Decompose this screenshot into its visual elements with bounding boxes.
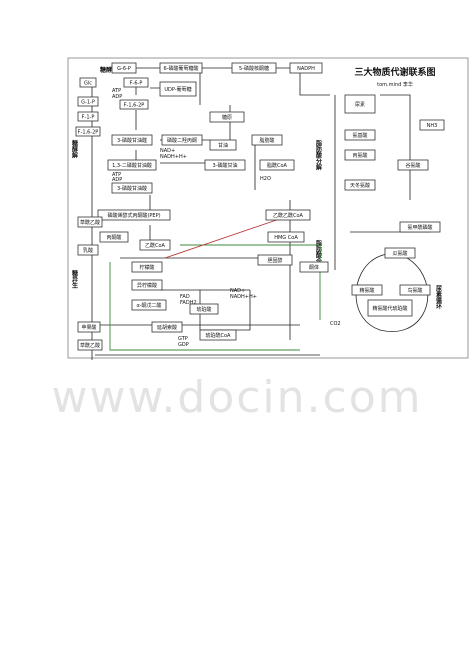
node-f16p: F-1,6-2P: [124, 103, 145, 109]
node-lac: 乳酸: [83, 247, 93, 254]
node-f1p: F-1-P: [82, 115, 95, 121]
cofactor-atp-2: ATP: [112, 172, 121, 178]
node-cps: 氨甲酰磷酸: [407, 224, 432, 231]
node-suc: 琥珀酸: [196, 306, 211, 313]
node-mal: 苹果酸: [81, 324, 96, 331]
cofactor-nadh-1: NADH+H+: [160, 154, 187, 160]
node-g3pl: 3-磷酸甘油: [213, 162, 238, 169]
node-g6p: G-6-P: [117, 66, 131, 72]
label-gluconeogenesis: 糖异生: [71, 269, 78, 289]
node-pg3: 3-磷酸甘油酸: [117, 185, 147, 192]
cofactor-h2o: H2O: [260, 176, 271, 182]
node-asp: 天冬氨酸: [350, 182, 370, 189]
node-acac: 乙酰乙酰CoA: [273, 212, 304, 219]
node-fa: 脂肪酸: [259, 137, 274, 144]
cofactor-fad: FAD: [180, 294, 190, 300]
node-arg: 精氨酸: [359, 287, 374, 294]
node-ala: 丙氨酸: [352, 152, 367, 159]
cofactor-nadh-2: NADH+H+: [230, 294, 257, 300]
node-ketone: 酮体: [309, 264, 319, 271]
node-oaa: 草酰乙酸: [80, 342, 100, 349]
cofactor-adp-2: ADP: [112, 177, 122, 183]
diagram-title: 三大物质代谢联系图: [354, 66, 435, 78]
cofactor-atp-1: ATP: [112, 88, 121, 94]
node-orn: 鸟氨酸: [407, 287, 422, 294]
node-g1p: G-1-P: [81, 100, 95, 106]
node-udpg: UDP-葡萄糖: [164, 86, 191, 93]
node-aa: 氨基酸: [352, 132, 367, 139]
cofactor-labels: ATP ADP NAD+ NADH+H+ ATP ADP FAD FADH2 G…: [112, 88, 341, 348]
node-pep: 磷酸烯醇式丙酮酸(PEP): [107, 212, 160, 219]
node-glycogen: 糖原: [222, 114, 232, 121]
cofactor-gtp: GTP: [178, 336, 188, 342]
node-pgl: 6-磷酸葡萄糖酸: [164, 65, 199, 72]
label-fa-synthesis: 脂肪酸合成: [315, 239, 323, 271]
node-g3p: 3-磷酸甘油醛: [117, 137, 147, 144]
node-scoa: 琥珀酰CoA: [206, 332, 232, 339]
cofactor-adp-1: ADP: [112, 94, 122, 100]
node-dhap: 磷酸二羟丙酮: [167, 137, 197, 144]
node-glc: Glc: [84, 81, 92, 87]
node-acoa: 乙酰CoA: [145, 242, 166, 249]
node-hmg: HMG CoA: [274, 235, 298, 241]
node-argsuc: 精氨酸代琥珀酸: [372, 305, 407, 312]
cofactor-nad-2: NAD+: [230, 288, 245, 294]
node-chol: 胆固醇: [267, 257, 282, 264]
node-oaa-left: 草酰乙酸: [80, 219, 100, 226]
node-icit: 异柠檬酸: [137, 282, 157, 289]
node-cit: 柠檬酸: [139, 264, 154, 271]
label-glycolysis: 糖酵解: [71, 139, 78, 159]
node-f6p: F-6-P: [130, 81, 143, 87]
node-facoa: 脂酰CoA: [267, 162, 288, 169]
node-glyc: 甘油: [218, 142, 228, 149]
cofactor-co2: CO2: [330, 321, 341, 327]
label-fa-oxidation: 脂肪酸分解: [315, 139, 323, 171]
diagram-subtitle: tom.mind 李华: [377, 81, 413, 88]
node-glu: 谷氨酸: [405, 162, 420, 169]
metabolite-boxes: G-6-P Glc G-1-P F-1-P F-1,6-2P F-6-P UDP…: [75, 62, 445, 351]
node-akg: α-酮戊二酸: [136, 302, 161, 309]
node-ru5p: 5-磷酸核酮糖: [239, 65, 269, 72]
node-bpg: 1,3-二磷酸甘油酸: [112, 162, 152, 169]
node-citr: 瓜氨酸: [392, 250, 407, 257]
label-urea-cycle: 尿素循环: [435, 284, 443, 310]
node-fum: 延胡索酸: [157, 324, 177, 331]
node-nadph: NADPH: [297, 66, 315, 72]
node-pyr: 丙酮酸: [106, 234, 121, 241]
cofactor-nad-1: NAD+: [160, 148, 175, 154]
cofactor-gdp: GDP: [178, 342, 189, 348]
node-f16p-left: F-1,6-2P: [78, 130, 99, 136]
node-nh3: NH3: [427, 123, 438, 129]
watermark-text: www.docin.com: [51, 372, 423, 423]
node-urea: 尿素: [355, 101, 365, 108]
cofactor-fadh2: FADH2: [180, 300, 197, 306]
